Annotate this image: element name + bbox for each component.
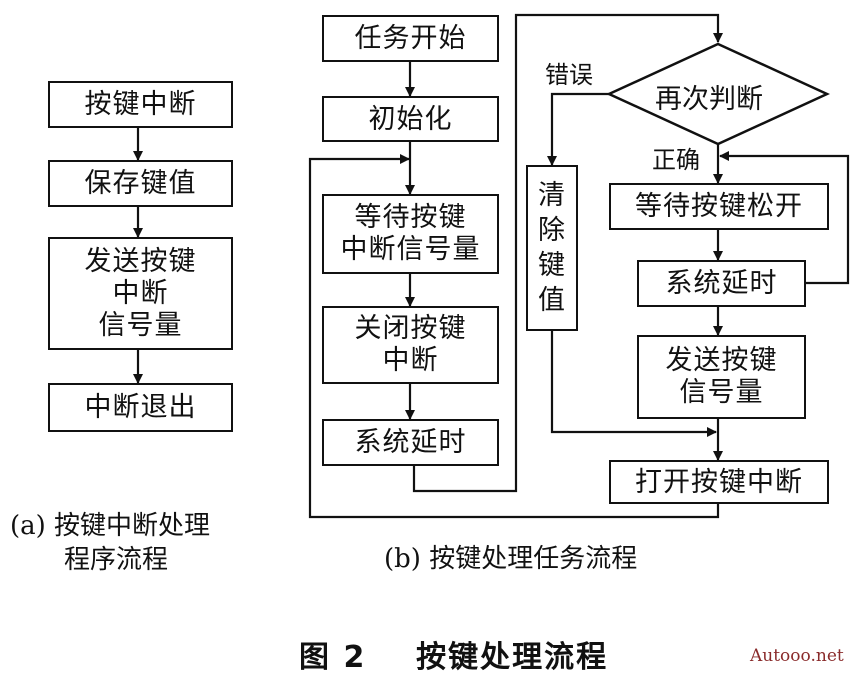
box-close-line-1: 关闭按键 [354,313,467,344]
box-close-key-interrupt: 关闭按键 中断 [322,306,499,384]
caption-b: (b) 按键处理任务流程 [384,544,638,574]
caption-a-line-2: 程序流程 [64,545,169,575]
box-send-line-3: 信号量 [98,309,183,341]
decision-text: 再次判断 [655,84,763,115]
box-send-key-interrupt-semaphore: 发送按键 中断 信号量 [48,237,233,350]
box-key-interrupt: 按键中断 [48,81,233,128]
box-open-key-interrupt: 打开按键中断 [609,460,829,504]
box-clear-char-2: 除 [538,215,566,246]
box-system-delay-2: 系统延时 [637,260,806,307]
label-error: 错误 [545,61,593,89]
box-initialize: 初始化 [322,96,499,142]
box-wait-key-semaphore: 等待按键 中断信号量 [322,194,499,274]
box-clear-key-value: 清 除 键 值 [526,165,578,331]
caption-a-line-1: (a) 按键中断处理 [10,511,211,541]
watermark: Autooo.net [750,646,844,666]
box-clear-char-4: 值 [538,285,566,316]
box-interrupt-exit: 中断退出 [48,383,233,432]
box-save-key-value: 保存键值 [48,160,233,207]
box-send-line-2: 中断 [112,277,169,309]
box-wait-key-release: 等待按键松开 [609,183,829,230]
decision-judge-again [606,42,830,146]
box-wait-line-2: 中断信号量 [340,234,481,265]
label-correct: 正确 [652,146,700,174]
box-task-start: 任务开始 [322,15,499,62]
box-sendsem-line-1: 发送按键 [665,345,778,376]
caption-a: (a) 按键中断处理 程序流程 [10,509,210,577]
box-system-delay-1: 系统延时 [322,419,499,466]
box-clear-char-1: 清 [538,180,566,211]
box-send-line-1: 发送按键 [84,245,197,277]
figure-title: 图 2 按键处理流程 [299,640,609,675]
box-sendsem-line-2: 信号量 [679,377,764,408]
box-wait-line-1: 等待按键 [354,202,467,233]
box-send-key-semaphore: 发送按键 信号量 [637,335,806,419]
box-clear-char-3: 键 [538,250,566,281]
box-close-line-2: 中断 [382,345,439,376]
